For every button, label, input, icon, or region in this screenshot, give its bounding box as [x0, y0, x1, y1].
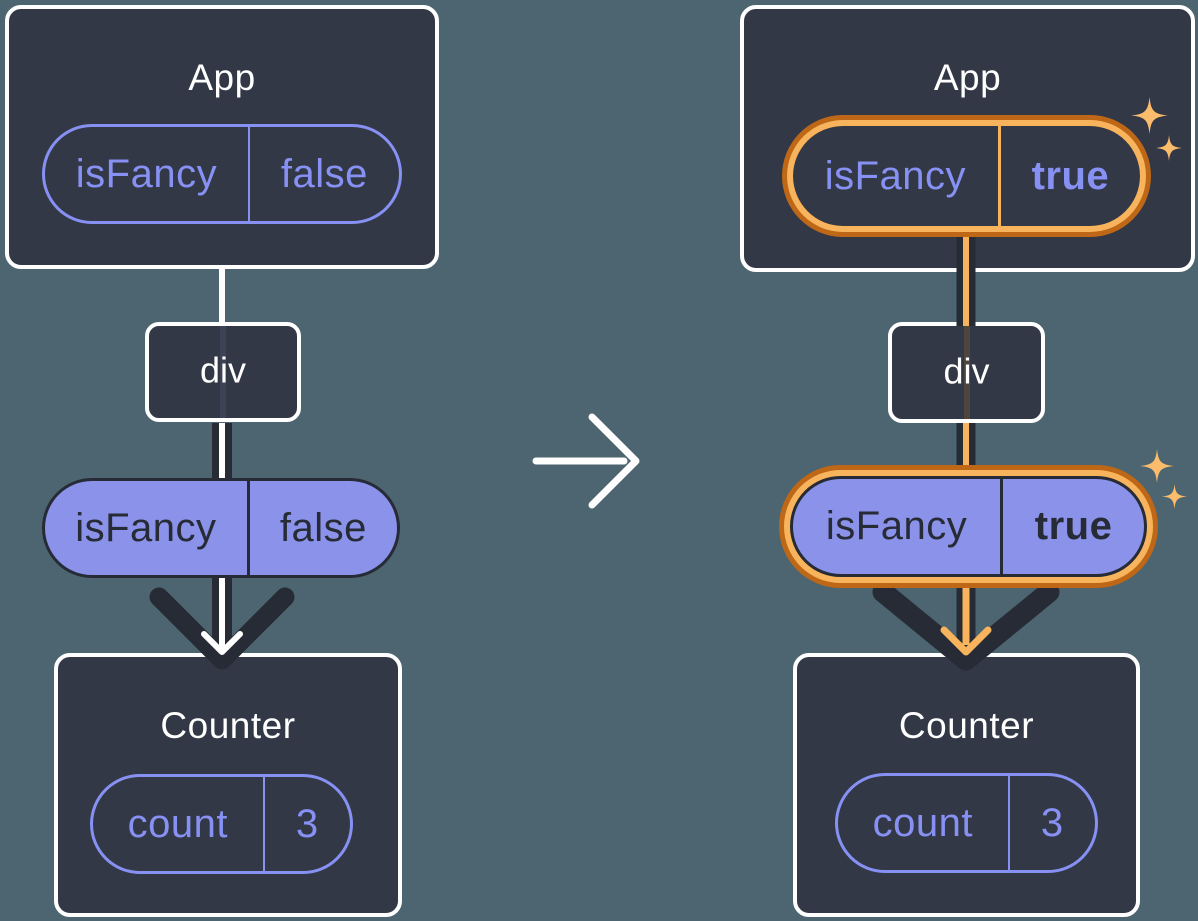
- state-value: 3: [1040, 800, 1064, 845]
- app-state-pill-before: isFancy false: [42, 124, 402, 224]
- prop-value: false: [279, 505, 367, 550]
- component-title: Counter: [160, 705, 296, 746]
- component-title: Counter: [898, 705, 1035, 746]
- prop-pill-before: isFancy false: [42, 478, 400, 578]
- div-element-box-after: div: [888, 322, 1045, 423]
- state-key: count: [93, 777, 265, 871]
- thread-line: [963, 326, 970, 419]
- app-component-box-after: App: [740, 5, 1195, 272]
- div-label: div: [943, 349, 990, 391]
- state-value: true: [1031, 153, 1110, 198]
- prop-pill-after: isFancy true: [790, 476, 1147, 577]
- app-state-pill-after: isFancy true: [793, 126, 1140, 226]
- div-element-box-before: div: [145, 322, 301, 422]
- counter-state-pill-before: count 3: [90, 774, 353, 874]
- state-key: count: [838, 776, 1010, 870]
- state-value: false: [280, 151, 368, 196]
- component-title: App: [188, 57, 256, 98]
- prop-key: isFancy: [45, 481, 250, 575]
- div-label: div: [199, 349, 247, 391]
- arrowhead-orange-after: [940, 626, 992, 656]
- state-key: isFancy: [45, 127, 250, 221]
- prop-key: isFancy: [793, 479, 1004, 574]
- sparkle-icon: [1162, 484, 1187, 509]
- state-key: isFancy: [793, 126, 1001, 226]
- arrowhead-dark-before: [149, 587, 295, 670]
- counter-state-pill-after: count 3: [835, 773, 1098, 873]
- state-value: 3: [295, 801, 319, 846]
- arrowhead-white-before: [201, 631, 243, 655]
- prop-value: true: [1034, 504, 1113, 548]
- sparkle-icon: [1140, 449, 1174, 483]
- arrowhead-dark-after: [872, 581, 1060, 671]
- transition-arrow-icon: [532, 413, 640, 509]
- component-title: App: [933, 57, 1002, 98]
- thread-line: [220, 326, 226, 418]
